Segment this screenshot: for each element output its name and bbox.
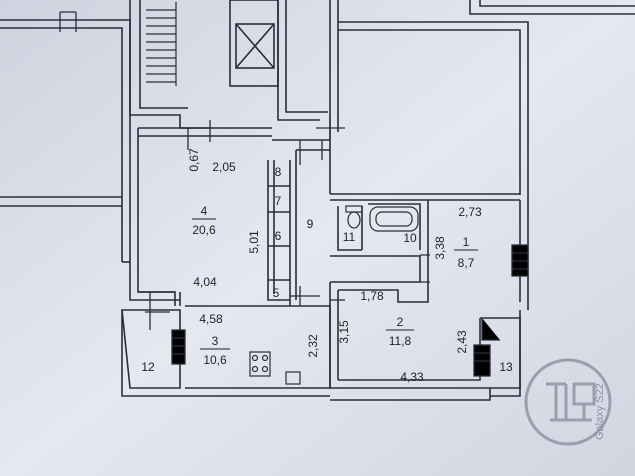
dim-3-15: 3,15	[337, 320, 351, 344]
fixtures	[249, 205, 419, 385]
room-3-number: 3	[212, 334, 219, 348]
room-4-number: 4	[201, 204, 208, 218]
room-2-area: 11,8	[389, 334, 412, 348]
dim-2-43: 2,43	[455, 330, 469, 354]
dim-4-04: 4,04	[193, 275, 217, 289]
space-9: 9	[307, 217, 314, 231]
space-5: 5	[273, 286, 280, 300]
room-1-area: 8,7	[458, 256, 475, 270]
room-labels: 4 20,6 3 10,6 1 8,7 2 11,8 5 6 7 8 9 10 …	[141, 165, 513, 374]
watermark-text: Galaxy S22	[594, 383, 606, 440]
space-6: 6	[275, 229, 282, 243]
dim-2-32: 2,32	[306, 334, 320, 358]
dim-2-73: 2,73	[458, 205, 482, 219]
dim-2-05: 2,05	[212, 160, 236, 174]
space-11: 11	[343, 230, 356, 244]
dimension-labels: 0,67 2,05 5,01 4,04 4,58 2,32 2,73 3,38 …	[187, 148, 482, 384]
dim-0-67: 0,67	[187, 148, 201, 172]
stove-icon	[249, 351, 271, 377]
room-2-number: 2	[397, 315, 404, 329]
room-3-area: 10,6	[203, 353, 227, 367]
space-12: 12	[141, 360, 155, 374]
room-1-number: 1	[463, 235, 470, 249]
room-4-area: 20,6	[192, 223, 216, 237]
space-10: 10	[403, 231, 417, 245]
dim-4-58: 4,58	[199, 312, 223, 326]
space-8: 8	[275, 165, 282, 179]
dim-5-01: 5,01	[247, 230, 261, 254]
walls	[0, 0, 635, 401]
space-13: 13	[499, 360, 513, 374]
space-7: 7	[275, 194, 282, 208]
sink-icon	[285, 371, 301, 385]
bathtub	[369, 206, 419, 232]
dim-4-33: 4,33	[400, 370, 424, 384]
watermark-logo	[524, 358, 612, 446]
dim-1-78: 1,78	[360, 289, 384, 303]
dim-3-38: 3,38	[433, 236, 447, 260]
openings	[59, 11, 529, 377]
